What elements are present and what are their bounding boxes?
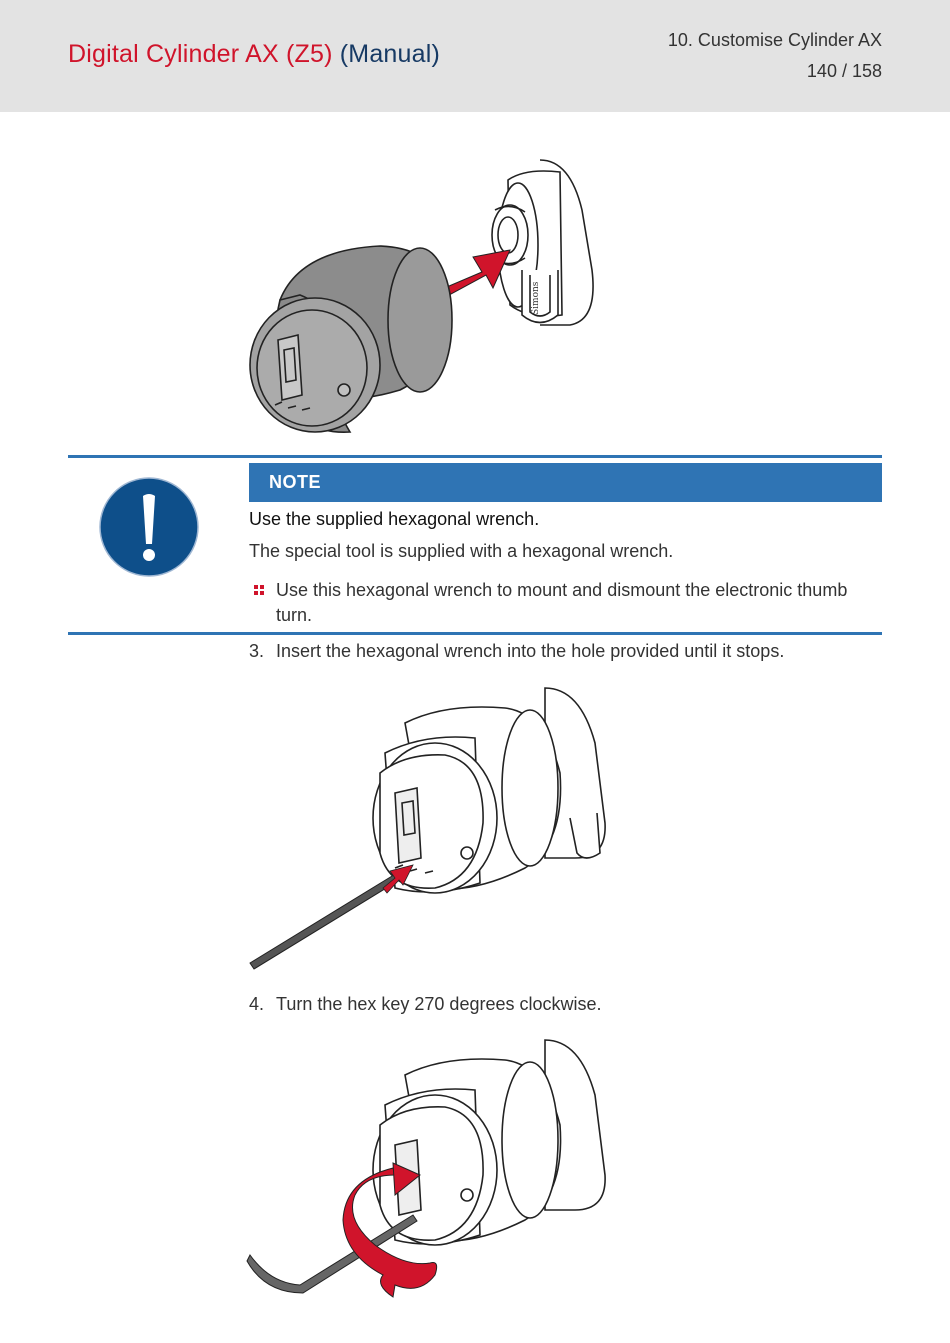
step-number: 3.: [249, 641, 265, 661]
step-text: Turn the hex key 270 degrees clockwise.: [276, 994, 602, 1014]
note-text: The special tool is supplied with a hexa…: [249, 541, 674, 561]
title-manual: (Manual): [339, 40, 441, 68]
note-bottom-rule: [68, 632, 882, 635]
note-label-bar: NOTE: [249, 463, 882, 502]
step-3: 3. Insert the hexagonal wrench into the h…: [249, 641, 784, 662]
step-text: Insert the hexagonal wrench into the hol…: [276, 641, 785, 661]
page-number: 140 / 158: [806, 61, 882, 81]
chapter-title: 10. Customise Cylinder AX: [667, 30, 882, 50]
note-bullet-item: Use this hexagonal wrench to mount and d…: [249, 578, 869, 628]
figure-turn-hex-key: [246, 1039, 606, 1298]
rotation-arrow: [342, 1167, 438, 1298]
bullet-square-icon: [254, 585, 265, 596]
title-product: Digital Cylinder AX (Z5): [68, 40, 333, 68]
exclamation-mandatory-icon: [99, 477, 199, 577]
note-top-rule: [68, 455, 882, 458]
note-bullet-text: Use this hexagonal wrench to mount and d…: [276, 580, 848, 625]
cylinder-brand-label: Simons: [531, 281, 541, 315]
note-heading: Use the supplied hexagonal wrench.: [249, 509, 540, 529]
document-title: Digital Cylinder AX (Z5) (Manual): [68, 40, 440, 69]
figure-insert-hex-wrench: [249, 687, 606, 970]
step-4: 4. Turn the hex key 270 degrees clockwise…: [249, 994, 602, 1015]
page-header: Digital Cylinder AX (Z5) (Manual) 10. Cu…: [0, 0, 950, 112]
hex-wrench: [249, 872, 402, 970]
step-number: 4.: [249, 994, 265, 1014]
insert-direction-arrow: [382, 864, 414, 894]
figure-mount-thumb-turn: Simons: [249, 159, 594, 433]
